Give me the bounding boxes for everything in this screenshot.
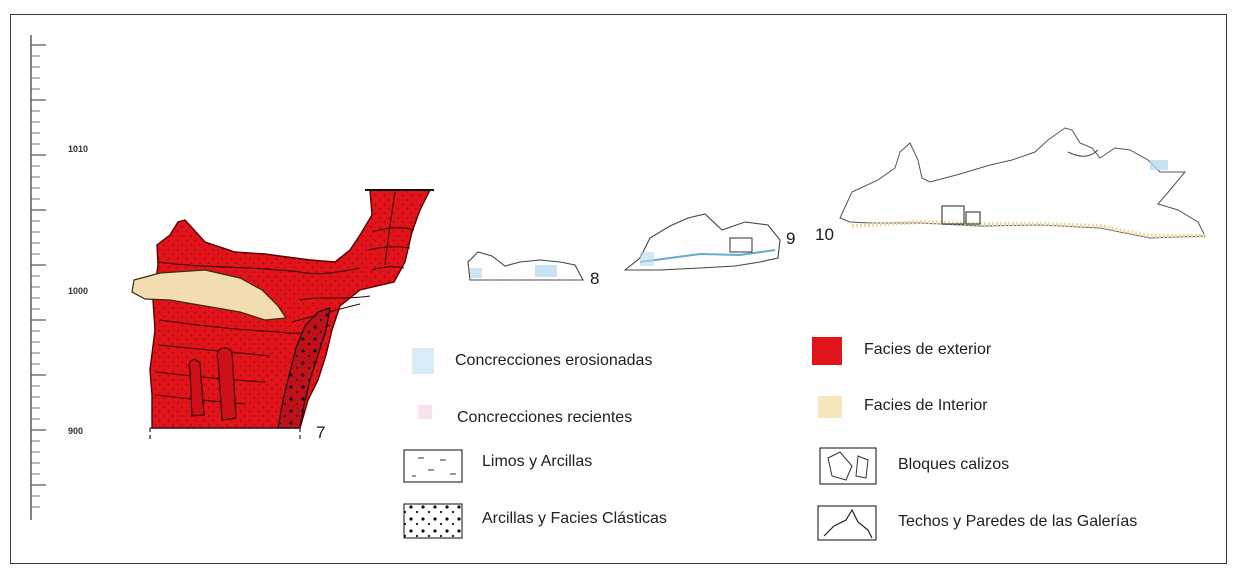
section-9-limestone-block [729, 237, 753, 253]
swatch-exterior-facies [812, 337, 842, 365]
section-10-label: 10 [815, 225, 834, 244]
legend-silts-clays: Limos y Arcillas [482, 453, 593, 470]
section-8-outline [467, 251, 584, 281]
section-10-roof-detail [1067, 149, 1099, 157]
section-10: 10 [815, 127, 1206, 244]
scale-ticks [31, 44, 46, 508]
swatch-roofs-walls [817, 505, 877, 541]
section-7: 7 [131, 189, 434, 442]
legend-recent-concretions: Concrecciones recientes [457, 409, 633, 426]
section-7-base-line [149, 427, 301, 440]
legend-limestone-blocks: Bloques calizos [898, 456, 1010, 473]
section-7-clastic-texture [278, 308, 330, 428]
section-8: 8 [467, 251, 599, 288]
swatch-recent-concretions [418, 405, 432, 419]
legend-clays-clastic: Arcillas y Facies Clásticas [482, 510, 667, 527]
section-7-column-left [216, 347, 237, 421]
section-9-eroded-concretion [640, 252, 654, 266]
swatch-clays-clastic [403, 503, 463, 539]
section-10-outline [839, 127, 1206, 239]
section-10-limestone-block [941, 205, 965, 225]
section-9-eroded-band [639, 249, 776, 263]
legend-eroded-concretions: Concrecciones erosionadas [455, 352, 653, 369]
section-9-label: 9 [786, 229, 795, 248]
legend-swatches [403, 337, 877, 541]
scale-label-1000: 1000 [68, 286, 88, 296]
swatch-eroded-concretions [412, 348, 434, 374]
scale-label-1010: 1010 [68, 144, 88, 154]
swatch-silts-clays [403, 449, 463, 483]
legend-interior-facies: Facies de Interior [864, 397, 988, 414]
swatch-limestone-blocks [819, 447, 877, 485]
section-10-limestone-block-small [965, 211, 981, 225]
section-7-label: 7 [316, 423, 325, 442]
section-9-outline [623, 213, 781, 271]
vertical-scale: 1010 1000 900 [30, 35, 88, 520]
legend-roofs-walls: Techos y Paredes de las Galerías [898, 513, 1138, 530]
section-10-interior-facies-floor [851, 219, 1205, 238]
section-9: 9 [623, 213, 795, 271]
section-7-interior-facies [131, 269, 288, 321]
section-10-eroded-concretion [1150, 160, 1168, 170]
section-8-eroded-concretion-left [470, 268, 482, 278]
swatch-interior-facies [818, 396, 842, 418]
section-8-label: 8 [590, 269, 599, 288]
scale-label-900: 900 [68, 426, 83, 436]
section-7-column-small [188, 359, 205, 417]
section-8-eroded-concretion [535, 265, 557, 277]
legend-exterior-facies: Facies de exterior [864, 341, 992, 358]
